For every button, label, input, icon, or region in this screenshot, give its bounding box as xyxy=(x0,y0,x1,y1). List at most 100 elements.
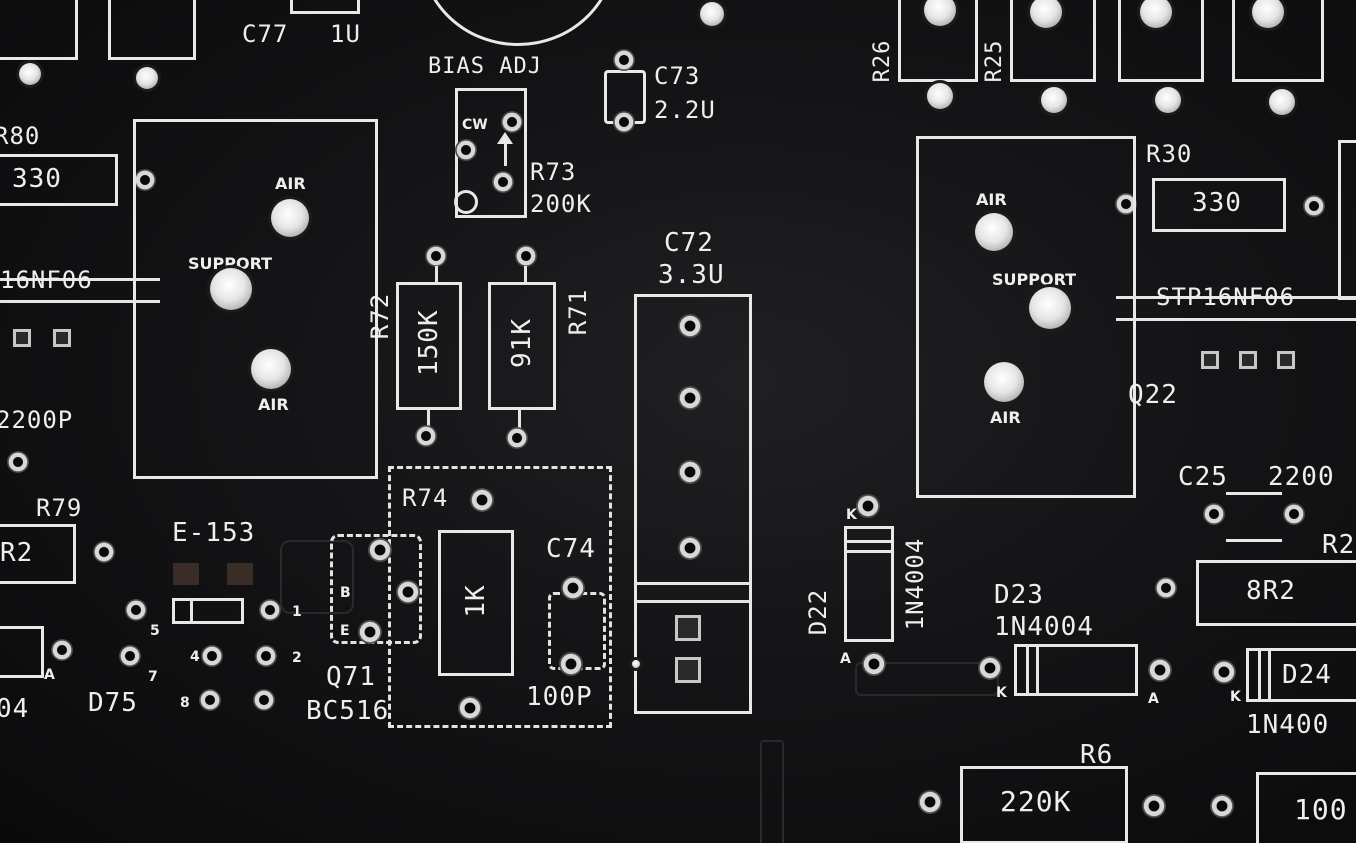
silkscreen-line xyxy=(1116,296,1356,299)
label-pin-5: 5 xyxy=(150,623,160,639)
arrow-up-icon xyxy=(497,132,513,144)
label-r71: R71 xyxy=(564,288,592,336)
label-air: AIR xyxy=(976,190,1007,209)
mounting-hole xyxy=(984,362,1024,402)
label-bias-adj: BIAS ADJ xyxy=(428,54,542,79)
capacitor-outline xyxy=(290,0,360,14)
label-r73: R73 xyxy=(530,158,577,186)
diode-band xyxy=(846,550,892,553)
resistor-outline xyxy=(1152,178,1286,232)
capacitor-outline xyxy=(1226,492,1282,542)
transistor-outline xyxy=(133,119,378,479)
diode-outline xyxy=(844,526,894,642)
diode-outline xyxy=(172,598,244,624)
silkscreen-line xyxy=(190,598,193,624)
square-pad xyxy=(1239,351,1257,369)
transistor-pin xyxy=(396,580,420,604)
label-c73-value: 2.2U xyxy=(654,96,716,124)
label-pin-8: 8 xyxy=(180,695,190,711)
diode-band xyxy=(846,540,892,543)
label-pin-4: 4 xyxy=(190,649,200,665)
resistor-pin xyxy=(470,488,494,512)
label-r30-value: 330 xyxy=(1192,188,1242,218)
resistor-outline xyxy=(1010,0,1096,82)
trimmer-pin xyxy=(455,139,477,161)
diode-outline xyxy=(0,626,44,678)
diode-pin xyxy=(1148,658,1172,682)
label-c72: C72 xyxy=(664,228,714,258)
label-r80-value: 330 xyxy=(12,164,62,194)
mounting-hole xyxy=(210,268,252,310)
silkscreen-line xyxy=(435,266,438,284)
smd-pad xyxy=(173,563,199,585)
pin xyxy=(1269,89,1295,115)
label-c73: C73 xyxy=(654,62,701,90)
diode-pin xyxy=(856,494,880,518)
label-c25: C25 xyxy=(1178,462,1228,492)
capacitor-pin xyxy=(678,536,702,560)
label-cw: CW xyxy=(462,117,488,133)
diode-outline xyxy=(1014,644,1138,696)
transistor-outline xyxy=(330,534,422,644)
resistor-pin xyxy=(1303,195,1325,217)
via-hole xyxy=(700,2,724,26)
label-air: AIR xyxy=(990,408,1021,427)
transistor-pin xyxy=(368,538,392,562)
label-d24: D24 xyxy=(1282,660,1332,690)
label-d75-value: 04 xyxy=(0,694,30,724)
pin xyxy=(199,689,221,711)
label-c74-value: 100P xyxy=(526,682,593,712)
trimmer-screw-icon xyxy=(454,190,478,214)
label-anode: A xyxy=(1148,691,1159,707)
label-r74: R74 xyxy=(402,484,449,512)
label-r72: R72 xyxy=(366,292,394,340)
resistor-outline xyxy=(0,0,78,60)
silkscreen-line xyxy=(636,600,750,603)
pin xyxy=(1041,87,1067,113)
square-pad xyxy=(13,329,31,347)
smd-pad xyxy=(227,563,253,585)
diode-pin xyxy=(978,656,1002,680)
resistor-pin xyxy=(1210,794,1234,818)
label-r6-value: 220K xyxy=(1000,785,1072,818)
label-d75: D75 xyxy=(88,688,138,718)
diode-pin xyxy=(1212,660,1236,684)
label-r73-value: 200K xyxy=(530,190,592,218)
label-air: AIR xyxy=(275,174,306,193)
dashed-region-outline xyxy=(388,466,612,728)
silkscreen-line xyxy=(0,278,160,281)
resistor-outline xyxy=(1256,772,1356,843)
label-e153: E-153 xyxy=(172,518,256,548)
capacitor-pin xyxy=(678,460,702,484)
component-outline xyxy=(1338,140,1356,300)
mounting-hole xyxy=(975,213,1013,251)
label-r2-edge: R2 xyxy=(1322,530,1356,560)
resistor-outline xyxy=(898,0,978,82)
label-q22: Q22 xyxy=(1128,380,1178,410)
square-pad xyxy=(1201,351,1219,369)
silkscreen-line xyxy=(636,582,750,585)
capacitor-pin xyxy=(559,652,583,676)
label-r25: R25 xyxy=(982,39,1007,83)
label-pin-7: 7 xyxy=(148,669,158,685)
resistor-pin xyxy=(415,425,437,447)
label-2200p: 2200P xyxy=(0,406,74,434)
label-q71: Q71 xyxy=(326,662,376,692)
label-r6: R6 xyxy=(1080,740,1114,770)
label-8r2: 8R2 xyxy=(1246,576,1296,606)
capacitor-pin xyxy=(613,49,635,71)
label-pin-2: 2 xyxy=(292,650,302,666)
label-d23-value: 1N4004 xyxy=(994,612,1094,642)
pin xyxy=(119,645,141,667)
diode-band xyxy=(1026,646,1029,694)
label-r80: R80 xyxy=(0,122,41,150)
label-anode: A xyxy=(44,667,55,683)
pin xyxy=(1155,87,1181,113)
pin xyxy=(927,83,953,109)
copper-trace xyxy=(760,740,784,843)
resistor-outline xyxy=(438,530,514,676)
resistor-outline xyxy=(1118,0,1204,82)
label-c77: C77 xyxy=(242,20,289,48)
label-d22-value: 1N4004 xyxy=(901,537,929,631)
label-support: SUPPORT xyxy=(992,270,1077,289)
